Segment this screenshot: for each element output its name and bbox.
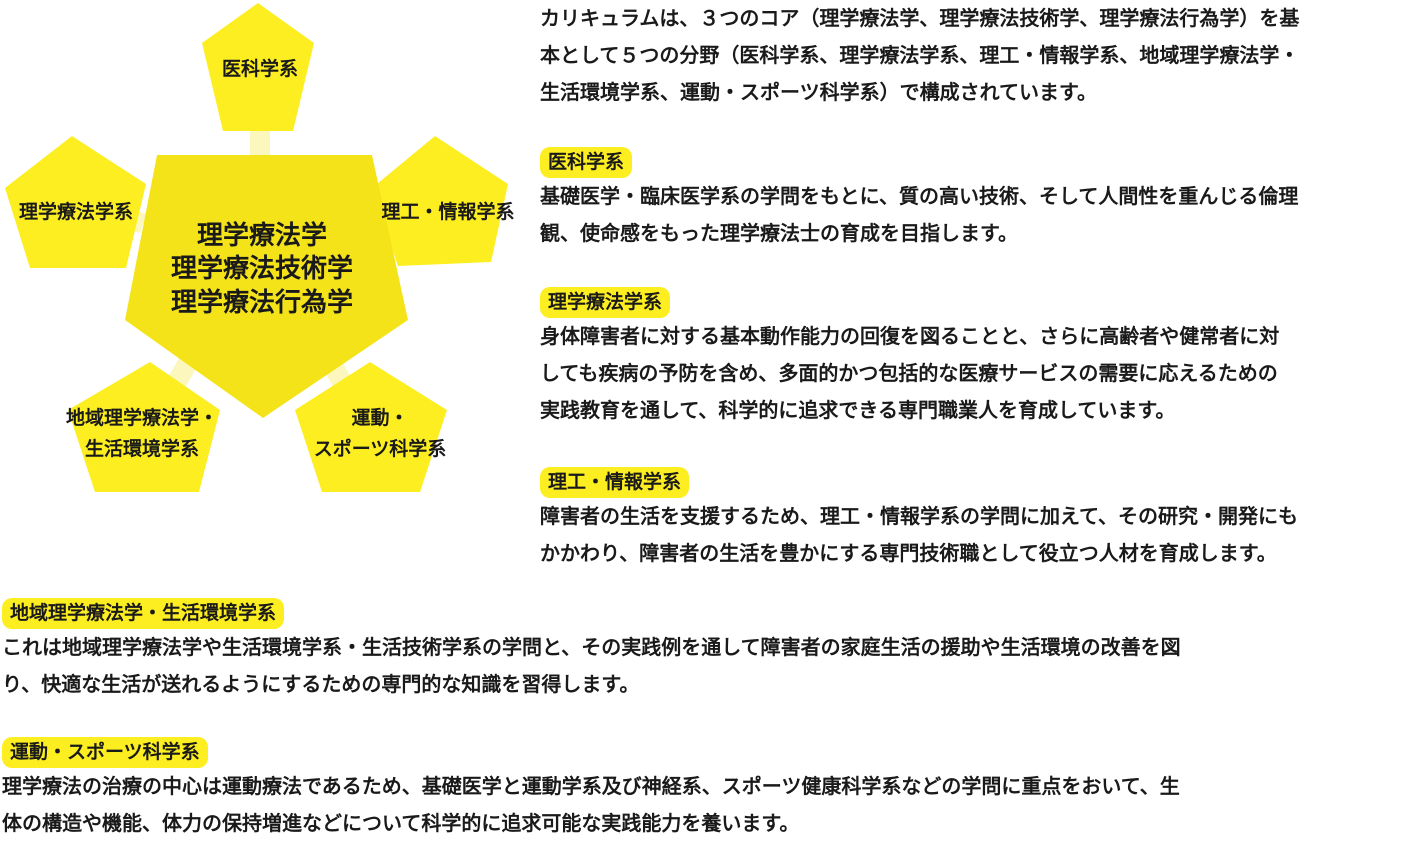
intro-line: 生活環境学系、運動・スポーツ科学系）で構成されています。 bbox=[540, 80, 1097, 104]
node-top-label: 医科学系 bbox=[222, 57, 298, 80]
node-bottom-right-label-2: スポーツ科学系 bbox=[314, 437, 447, 460]
section-title: 運動・スポーツ科学系 bbox=[2, 737, 208, 768]
node-left-shape bbox=[5, 136, 146, 268]
intro-line: カリキュラムは、３つのコア（理学療法学、理学療法技術学、理学療法行為学）を基 bbox=[540, 6, 1300, 30]
section-medical-science: 医科学系 基礎医学・臨床医学系の学問をもとに、質の高い技術、そして人間性を重んじ… bbox=[540, 147, 1298, 252]
section-sports-science: 運動・スポーツ科学系 理学療法の治療の中心は運動療法であるため、基礎医学と運動学… bbox=[2, 737, 1180, 842]
section-body: 障害者の生活を支援するため、理工・情報学系の学問に加えて、その研究・開発にもかか… bbox=[540, 504, 1298, 565]
curriculum-diagram: 理学療法学 理学療法技術学 理学療法行為学 医科学系 理学療法学系 理工・情報学… bbox=[5, 3, 515, 492]
section-body: 身体障害者に対する基本動作能力の回復を図ることと、さらに高齢者や健常者に対しても… bbox=[540, 324, 1280, 422]
node-bottom-left-shape bbox=[68, 362, 220, 492]
section-title: 理工・情報学系 bbox=[540, 467, 690, 498]
center-core-line-2: 理学療法技術学 bbox=[171, 253, 353, 284]
node-bottom-left-label-1: 地域理学療法学・ bbox=[66, 406, 218, 429]
node-right-shape bbox=[372, 136, 508, 266]
node-bottom-left-label-2: 生活環境学系 bbox=[85, 437, 199, 460]
section-body: これは地域理学療法学や生活環境学系・生活技術学系の学問と、その実践例を通して障害… bbox=[2, 635, 1181, 696]
node-right-label: 理工・情報学系 bbox=[381, 200, 514, 223]
node-bottom-right-shape bbox=[295, 362, 447, 492]
section-engineering-info: 理工・情報学系 障害者の生活を支援するため、理工・情報学系の学問に加えて、その研… bbox=[540, 467, 1298, 572]
section-community-environment: 地域理学療法学・生活環境学系 これは地域理学療法学や生活環境学系・生活技術学系の… bbox=[2, 598, 1181, 703]
intro-paragraph: カリキュラムは、３つのコア（理学療法学、理学療法技術学、理学療法行為学）を基 本… bbox=[540, 0, 1420, 111]
intro-line: 本として５つの分野（医科学系、理学療法学系、理工・情報学系、地域理学療法学・ bbox=[540, 43, 1300, 67]
section-title: 地域理学療法学・生活環境学系 bbox=[2, 598, 285, 629]
center-core-shape bbox=[125, 155, 408, 418]
section-body: 理学療法の治療の中心は運動療法であるため、基礎医学と運動学系及び神経系、スポーツ… bbox=[2, 774, 1180, 835]
section-title: 理学療法学系 bbox=[540, 287, 671, 318]
node-bottom-right-label-1: 運動・ bbox=[351, 407, 408, 429]
connector-top bbox=[250, 128, 270, 160]
node-top-shape bbox=[202, 3, 314, 131]
section-body: 基礎医学・臨床医学系の学問をもとに、質の高い技術、そして人間性を重んじる倫理観、… bbox=[540, 184, 1299, 245]
center-core-line-1: 理学療法学 bbox=[197, 220, 327, 251]
node-left-label: 理学療法学系 bbox=[19, 200, 133, 223]
center-core-line-3: 理学療法行為学 bbox=[171, 287, 353, 318]
section-physical-therapy: 理学療法学系 身体障害者に対する基本動作能力の回復を図ることと、さらに高齢者や健… bbox=[540, 287, 1279, 429]
section-title: 医科学系 bbox=[540, 147, 633, 178]
